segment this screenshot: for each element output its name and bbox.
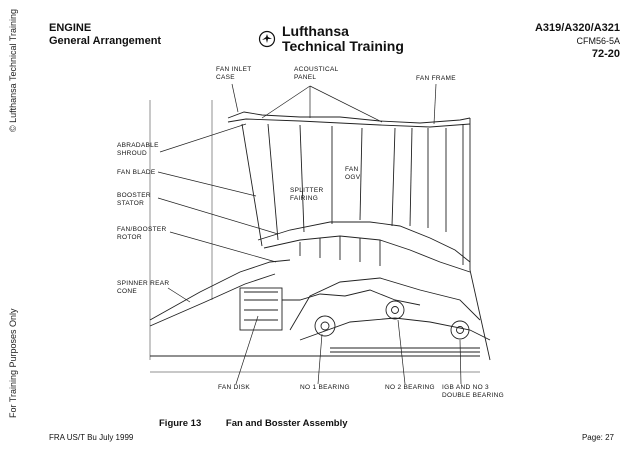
aircraft-types: A319/A320/A321 — [534, 22, 620, 34]
footer-reference: FRA US/T Bu July 1999 — [49, 433, 134, 442]
label-abradable-shroud-l1: ABRADABLE — [117, 142, 159, 149]
label-no2-bearing-l1: NO 2 BEARING — [385, 384, 435, 391]
label-acoustical-panel-l1: ACOUSTICAL — [294, 66, 339, 73]
label-fan-ogv-l1: FAN — [345, 166, 359, 173]
label-spinner-rear-cone-l2: CONE — [117, 288, 137, 295]
label-fan-ogv-l2: OGV — [345, 174, 361, 181]
label-igb-no3-bearing-l2: DOUBLE BEARING — [442, 392, 504, 399]
page-subtitle: General Arrangement — [49, 35, 162, 47]
label-igb-no3-bearing-l1: IGB AND NO 3 — [442, 384, 489, 391]
figure-title: Fan and Bosster Assembly — [225, 418, 348, 429]
brand-name: Lufthansa — [282, 23, 349, 39]
label-fan-frame: FAN FRAME — [416, 75, 456, 82]
label-fan-disk: FAN DISK — [218, 384, 250, 391]
label-splitter-fairing: SPLITTER FAIRING — [290, 187, 326, 202]
ata-chapter: 72-20 — [591, 48, 620, 60]
label-no1-bearing-l1: NO 1 BEARING — [300, 384, 350, 391]
label-abradable-shroud: ABRADABLE SHROUD — [117, 142, 161, 157]
label-fan-inlet-case-l2: CASE — [216, 74, 235, 81]
label-fan-booster-rotor-l2: ROTOR — [117, 234, 142, 241]
page-number: Page: 27 — [581, 433, 614, 442]
label-fan-ogv: FAN OGV — [345, 166, 361, 181]
header-left: ENGINE General Arrangement — [49, 22, 161, 48]
label-fan-disk-l1: FAN DISK — [218, 384, 250, 391]
label-no2-bearing: NO 2 BEARING — [385, 384, 435, 391]
label-abradable-shroud-l2: SHROUD — [117, 150, 147, 157]
label-no1-bearing: NO 1 BEARING — [300, 384, 350, 391]
crane-logo-icon — [258, 30, 276, 48]
label-booster-stator-l2: STATOR — [117, 200, 144, 207]
engine-outline — [149, 100, 491, 373]
label-fan-booster-rotor: FAN/BOOSTER ROTOR — [117, 226, 169, 241]
label-fan-booster-rotor-l1: FAN/BOOSTER — [117, 226, 167, 233]
label-spinner-rear-cone-l1: SPINNER REAR — [117, 280, 169, 287]
label-acoustical-panel-l2: PANEL — [294, 74, 316, 81]
label-fan-blade: FAN BLADE — [117, 169, 156, 176]
label-splitter-fairing-l2: FAIRING — [290, 195, 318, 202]
label-fan-inlet-case: FAN INLET CASE — [216, 66, 254, 81]
label-spinner-rear-cone: SPINNER REAR CONE — [117, 280, 171, 295]
label-splitter-fairing-l1: SPLITTER — [290, 187, 323, 194]
label-booster-stator: BOOSTER STATOR — [117, 192, 153, 207]
lufthansa-logo: Lufthansa Technical Training — [258, 24, 404, 54]
header-right: A319/A320/A321 CFM56-5A 72-20 — [535, 22, 620, 61]
label-booster-stator-l1: BOOSTER — [117, 192, 151, 199]
page-title: ENGINE — [49, 22, 92, 34]
brand-division: Technical Training — [282, 38, 404, 54]
figure-caption: Figure 13 Fan and Bosster Assembly — [159, 418, 370, 429]
label-fan-inlet-case-l1: FAN INLET — [216, 66, 251, 73]
label-fan-blade-l1: FAN BLADE — [117, 169, 156, 176]
label-acoustical-panel: ACOUSTICAL PANEL — [294, 66, 340, 81]
leader-lines — [157, 83, 462, 385]
figure-number: Figure 13 — [159, 418, 202, 429]
label-igb-no3-bearing: IGB AND NO 3 DOUBLE BEARING — [442, 384, 504, 399]
label-fan-frame-l1: FAN FRAME — [416, 75, 456, 82]
engine-type: CFM56-5A — [576, 36, 620, 46]
